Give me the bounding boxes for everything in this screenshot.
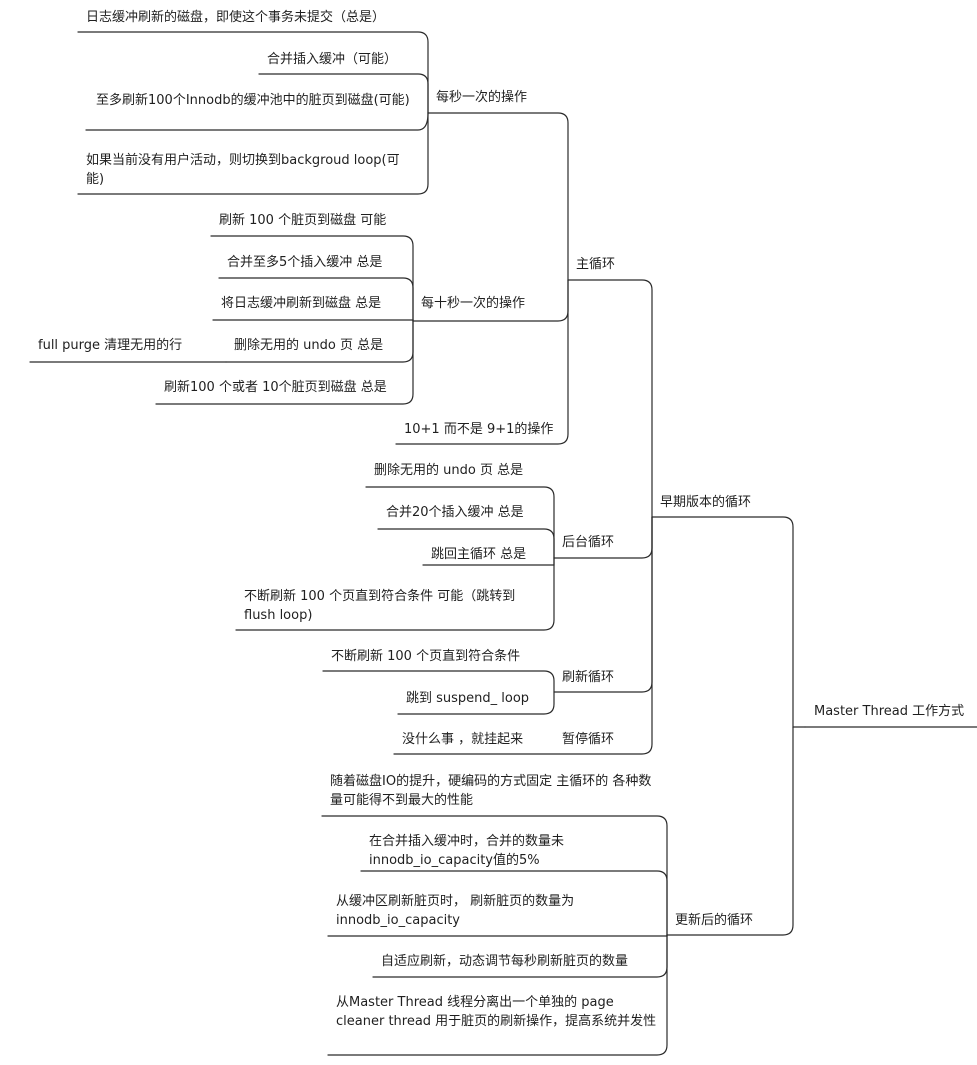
edge-ps-4	[77, 112, 429, 195]
leaf-per-ten-1[interactable]: 刷新 100 个脏页到磁盘 可能	[219, 213, 387, 228]
edge-pts-5	[155, 320, 414, 405]
leaf-updated-2[interactable]: 在合并插入缓冲时，合并的数量未innodb_io_capacity值的5%	[369, 834, 565, 868]
edge-ps-3	[85, 112, 429, 131]
node-flush-loop[interactable]: 刷新循环	[562, 670, 615, 685]
leaf-background-3[interactable]: 跳回主循环 总是	[431, 547, 527, 562]
edge-up-1	[321, 815, 668, 936]
edge-pts-2	[218, 277, 414, 322]
edge-ps-1	[77, 31, 429, 114]
edge-up-3	[327, 934, 668, 937]
edge-updated	[666, 726, 794, 936]
edge-per-second	[427, 112, 569, 281]
leaf-updated-1[interactable]: 随着磁盘IO的提升，硬编码的方式固定 主循环的 各种数量可能得不到最大的性能	[330, 774, 652, 808]
leaf-flush-2[interactable]: 跳到 suspend_ loop	[406, 691, 530, 706]
edge-bg-1	[365, 486, 555, 559]
leaf-background-1[interactable]: 删除无用的 undo 页 总是	[374, 463, 524, 478]
edge-suspend-loop	[393, 516, 653, 755]
edge-up-2	[360, 870, 668, 936]
leaf-per-second-3[interactable]: 至多刷新100个Innodb的缓冲池中的脏页到磁盘(可能)	[96, 93, 410, 108]
edge-pts-1	[210, 235, 414, 322]
leaf-per-ten-3[interactable]: 将日志缓冲刷新到磁盘 总是	[221, 296, 382, 311]
node-per-ten-seconds[interactable]: 每十秒一次的操作	[421, 296, 526, 311]
root-node[interactable]: Master Thread 工作方式	[814, 704, 965, 719]
edge-fl-2	[397, 691, 555, 715]
node-main-loop[interactable]: 主循环	[576, 257, 616, 272]
edge-ps-2	[258, 73, 429, 114]
edge-bg-4	[235, 557, 555, 631]
leaf-flush-1[interactable]: 不断刷新 100 个页直到符合条件	[331, 649, 521, 664]
node-per-second[interactable]: 每秒一次的操作	[436, 90, 528, 105]
edge-fl-1	[322, 670, 555, 693]
leaf-updated-3[interactable]: 从缓冲区刷新脏页时， 刷新脏页的数量为 innodb_io_capacity	[336, 894, 575, 928]
edge-early	[651, 516, 806, 728]
node-updated-loop[interactable]: 更新后的循环	[675, 913, 754, 928]
leaf-updated-4[interactable]: 自适应刷新，动态调节每秒刷新脏页的数量	[381, 954, 629, 969]
edge-pts-3	[212, 319, 414, 322]
leaf-per-second-4[interactable]: 如果当前没有用户活动，则切换到backgroud loop(可能)	[86, 153, 400, 187]
node-background-loop[interactable]: 后台循环	[562, 535, 615, 550]
leaf-background-4[interactable]: 不断刷新 100 个页直到符合条件 可能（跳转到 flush loop)	[244, 589, 516, 623]
leaf-per-ten-4[interactable]: 删除无用的 undo 页 总是	[234, 338, 384, 353]
edge-ten-plus-one	[395, 279, 569, 445]
edge-main-loop	[567, 279, 653, 518]
leaf-full-purge[interactable]: full purge 清理无用的行	[38, 338, 183, 353]
leaf-per-ten-2[interactable]: 合并至多5个插入缓冲 总是	[227, 255, 383, 270]
node-suspend-loop[interactable]: 暂停循环	[562, 732, 615, 747]
leaf-per-second-2[interactable]: 合并插入缓冲（可能）	[267, 52, 398, 67]
node-ten-plus-one[interactable]: 10+1 而不是 9+1的操作	[404, 422, 554, 437]
edge-bg-2	[377, 528, 555, 559]
leaf-per-ten-5[interactable]: 刷新100 个或者 10个脏页到磁盘 总是	[164, 380, 387, 395]
node-early-version-loop[interactable]: 早期版本的循环	[660, 495, 752, 510]
leaf-per-second-1[interactable]: 日志缓冲刷新的磁盘，即使这个事务未提交（总是）	[86, 10, 386, 25]
edge-up-5	[327, 934, 668, 1056]
leaf-suspend-1[interactable]: 没什么事 ，就挂起来	[402, 732, 524, 747]
leaf-updated-5[interactable]: 从Master Thread 线程分离出一个单独的 page cleaner t…	[336, 995, 657, 1029]
leaf-background-2[interactable]: 合并20个插入缓冲 总是	[386, 505, 524, 520]
